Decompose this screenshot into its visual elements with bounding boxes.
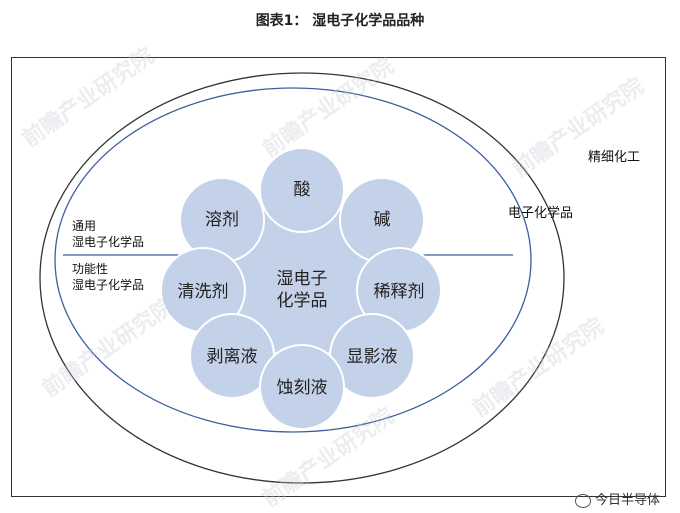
acid-label: 酸 <box>293 180 311 200</box>
developer-label: 显影液 <box>346 347 398 367</box>
solvent-label: 溶剂 <box>205 210 239 230</box>
general-wet-chemicals-label: 通用湿电子化学品 <box>72 219 145 249</box>
cleaner-label: 清洗剂 <box>177 282 229 302</box>
fine-chemicals-label: 精细化工 <box>588 150 641 165</box>
alkali-label: 碱 <box>373 210 391 230</box>
wechat-icon <box>574 493 591 508</box>
source-logo: 今日半导体 <box>574 489 660 508</box>
diluent-label: 稀释剂 <box>373 282 425 302</box>
wet-chemicals-ellipse <box>54 87 532 433</box>
fine-chemicals-box <box>11 57 666 497</box>
functional-wet-chemicals-label: 功能性湿电子化学品 <box>72 262 145 292</box>
electronic-chemicals-ellipse <box>39 72 565 484</box>
figure-title: 图表1： 湿电子化学品品种 <box>255 13 425 29</box>
etchant-label: 蚀刻液 <box>276 378 328 398</box>
circles-group <box>160 147 442 430</box>
circle-acid <box>259 147 345 233</box>
stripper-label: 剥离液 <box>206 347 258 367</box>
electronic-chemicals-label: 电子化学品 <box>508 206 574 221</box>
circle-etchant <box>259 344 345 430</box>
center-label: 湿电子化学品 <box>276 269 328 311</box>
